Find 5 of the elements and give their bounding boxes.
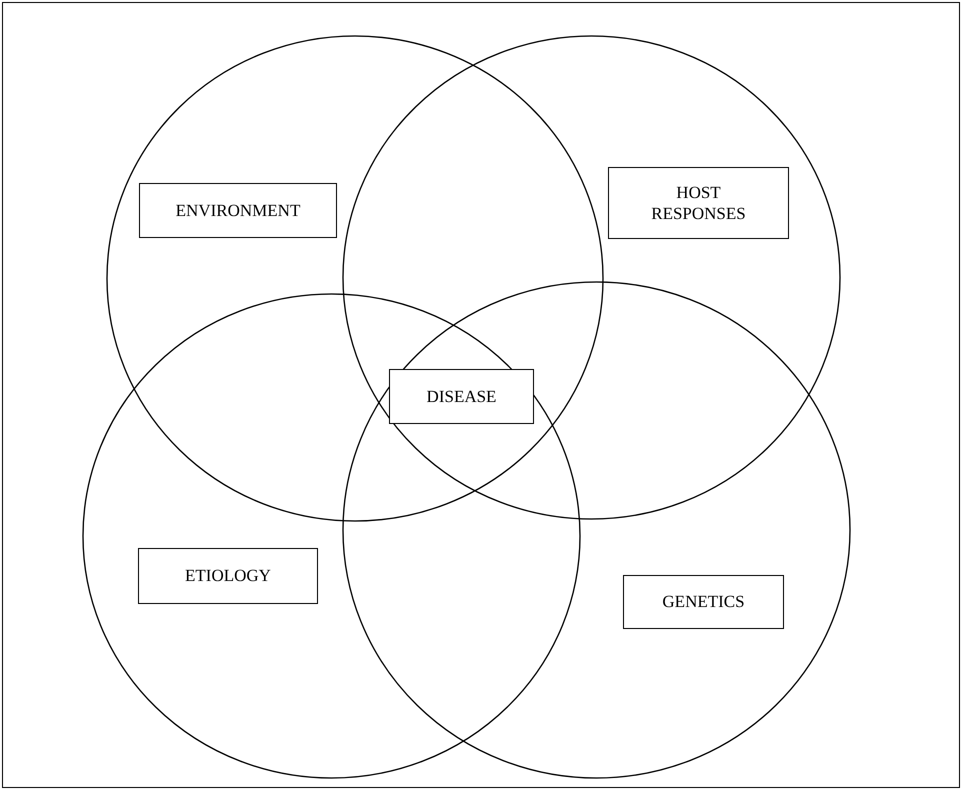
label-box: ENVIRONMENT — [139, 183, 337, 238]
label-box: ETIOLOGY — [138, 548, 318, 604]
label-box: GENETICS — [623, 575, 784, 629]
label-box: DISEASE — [389, 369, 534, 424]
label-box: HOST RESPONSES — [608, 167, 789, 239]
